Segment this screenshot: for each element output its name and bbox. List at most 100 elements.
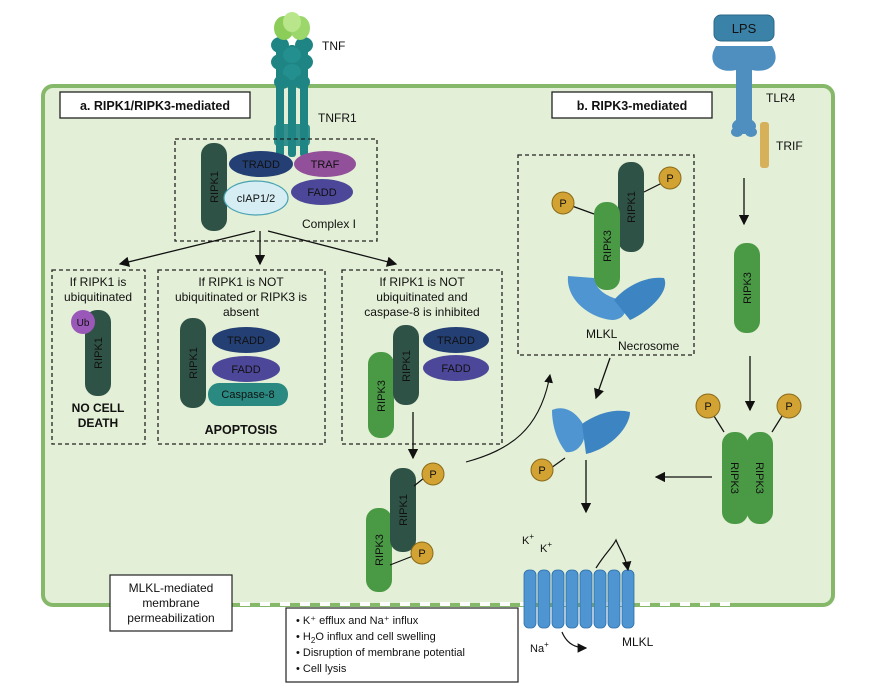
branch-necroptosis-box [341,269,503,445]
phosphate-icon [530,458,554,482]
phospho-mlkl [552,408,630,454]
svg-text:FADD: FADD [307,187,336,199]
svg-text:P: P [418,548,425,560]
svg-text:If RIPK1 is: If RIPK1 is [70,275,127,289]
necro-fadd [423,355,489,381]
svg-text:APOPTOSIS: APOPTOSIS [205,423,278,437]
svg-text:P: P [666,173,673,185]
svg-text:ubiquitinated or RIPK3 is: ubiquitinated or RIPK3 is [175,290,307,304]
svg-text:TRADD: TRADD [242,159,280,171]
svg-text:P: P [785,401,792,413]
necrosome-ripk3 [594,202,620,290]
effect-item: • Disruption of membrane potential [296,647,465,659]
phospho-ripk1-bottom [390,468,416,552]
tnf-ligand [274,12,310,40]
tnf-label: TNF [322,39,345,53]
svg-text:FADD: FADD [441,363,470,375]
trif-label: TRIF [776,139,803,153]
svg-text:DEATH: DEATH [78,416,118,430]
effect-item: • H2O influx and cell swelling [296,631,436,645]
necrosome-ripk1 [618,162,644,252]
ripk3-dimer-left [722,432,748,524]
apoptosis-tradd [212,327,280,353]
apoptosis-caspase8 [208,383,288,406]
effect-item: • Cell lysis [296,663,347,675]
svg-text:RIPK3: RIPK3 [376,380,388,412]
svg-text:RIPK3: RIPK3 [728,462,740,494]
svg-text:TRAF: TRAF [311,159,340,171]
svg-text:FADD: FADD [231,364,260,376]
necrosome-label: Necrosome [618,339,680,353]
svg-text:NO CELL: NO CELL [72,401,125,415]
complex-i-ciap [223,180,289,216]
svg-text:RIPK3: RIPK3 [742,272,754,304]
effect-item: • K⁺ efflux and Na⁺ influx [296,615,419,627]
panel-b-title: b. RIPK3-mediated [577,99,687,113]
svg-text:RIPK1: RIPK1 [398,494,410,526]
mlkl-channel-label: MLKL [622,635,654,649]
necro-tradd [423,327,489,353]
arrow-necrosome-down [594,357,611,400]
svg-text:MLKL-mediated: MLKL-mediated [129,581,214,595]
svg-text:RIPK3: RIPK3 [374,534,386,566]
svg-text:If RIPK1 is NOT: If RIPK1 is NOT [379,275,465,289]
necrosome-mlkl [567,276,666,320]
tnfr1-label: TNFR1 [318,111,357,125]
necro-ripk1 [393,325,419,405]
tlr4-label: TLR4 [766,91,796,105]
complex-i-tradd [229,151,293,177]
lps-box [713,14,775,42]
svg-text:membrane: membrane [142,596,200,610]
svg-text:TRADD: TRADD [227,335,265,347]
svg-text:ubiquitinated: ubiquitinated [64,290,132,304]
svg-text:Caspase-8: Caspase-8 [221,389,274,401]
svg-text:P: P [559,198,566,210]
k-ion-label: K+ [522,532,534,547]
svg-text:caspase-8 is inhibited: caspase-8 is inhibited [364,305,479,319]
branch-apoptosis-box [157,269,326,445]
phosphate-icon [421,462,445,486]
necrosome-mlkl-label: MLKL [586,327,618,341]
panel-a-title: a. RIPK1/RIPK3-mediated [80,99,230,113]
phosphate-icon [551,191,575,215]
svg-text:If RIPK1 is NOT: If RIPK1 is NOT [198,275,284,289]
svg-text:RIPK1: RIPK1 [93,337,105,369]
svg-text:ubiquitinated and: ubiquitinated and [376,290,467,304]
svg-text:absent: absent [223,305,260,319]
svg-text:P: P [704,401,711,413]
svg-text:RIPK1: RIPK1 [209,171,221,203]
svg-text:P: P [538,465,545,477]
membrane-box [109,574,233,632]
necro-ripk3 [368,352,394,438]
complex-i-traf [294,151,356,177]
phosphate-icon [410,541,434,565]
lps-label: LPS [732,21,757,36]
tnfr1-receptor [271,37,313,157]
svg-text:RIPK3: RIPK3 [753,462,765,494]
phosphate-icon [695,393,721,419]
apoptosis-ripk1 [180,318,206,408]
phosphate-icon [658,166,682,190]
na-ion-label: Na+ [530,640,549,655]
arrow-to-necroptosis [267,230,398,267]
apoptosis-fadd [212,356,280,382]
ub-icon [71,310,95,334]
svg-text:Ub: Ub [77,318,90,329]
trif-bar [760,122,769,168]
k-ion-label: K+ [540,540,552,555]
necrosome-box [517,154,695,356]
ripk3-dimer-right [747,432,773,524]
mlkl-channel [523,569,635,629]
panel-b-title-box [551,91,713,119]
svg-text:RIPK1: RIPK1 [188,347,200,379]
phosphate-icon [776,393,802,419]
svg-text:TRADD: TRADD [437,335,475,347]
phospho-ripk3-bottom [366,508,392,592]
complex-i-label: Complex I [302,217,356,231]
effects-box [285,607,519,683]
svg-text:RIPK1: RIPK1 [401,350,413,382]
tlr4-receptor [712,46,776,137]
svg-text:RIPK3: RIPK3 [602,230,614,262]
arrow-na-influx [561,631,588,653]
svg-text:permeabilization: permeabilization [127,611,214,625]
